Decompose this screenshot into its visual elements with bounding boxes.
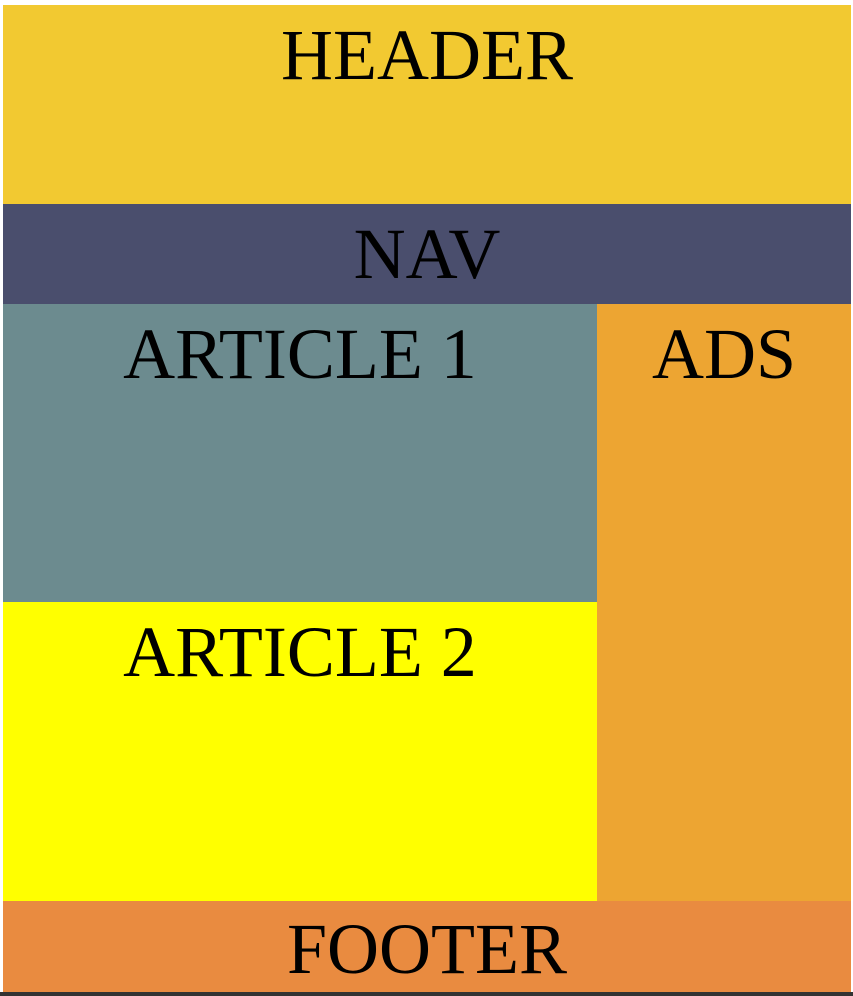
nav-section: NAV [3, 204, 851, 304]
nav-label: NAV [353, 214, 501, 294]
footer-label: FOOTER [286, 909, 568, 989]
header-section: HEADER [3, 5, 851, 204]
footer-section: FOOTER [3, 901, 851, 992]
ads-section: ADS [597, 304, 851, 901]
header-label: HEADER [281, 15, 573, 95]
article-1-section: ARTICLE 1 [3, 304, 597, 602]
bottom-border [0, 992, 853, 996]
article-2-section: ARTICLE 2 [3, 602, 597, 901]
ads-label: ADS [651, 314, 797, 394]
article-2-label: ARTICLE 2 [123, 612, 477, 692]
article-1-label: ARTICLE 1 [123, 314, 477, 394]
